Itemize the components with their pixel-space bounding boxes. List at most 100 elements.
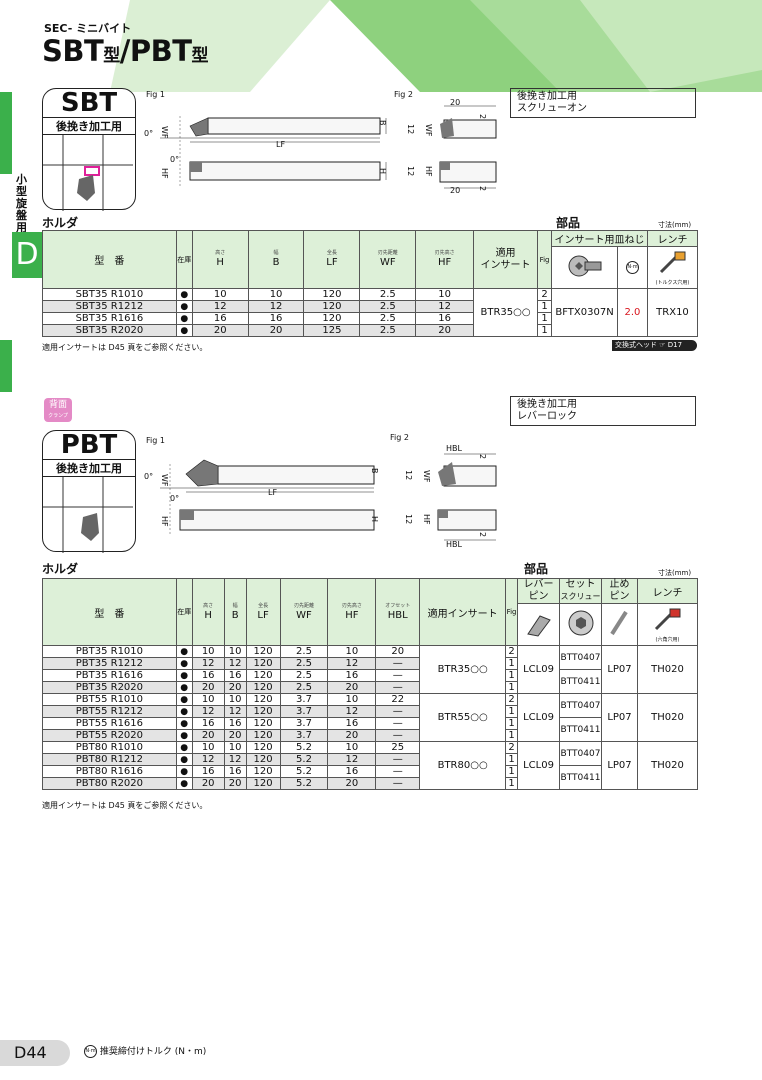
model-cell: PBT55 R1212 [42, 705, 177, 718]
model-cell: SBT35 R1616 [42, 312, 177, 325]
h-cell: 16 [191, 717, 225, 730]
model-cell: PBT55 R1010 [42, 693, 177, 706]
pbt-holder-heading: ホルダ [42, 562, 79, 576]
torx-wrench-icon [660, 251, 686, 273]
pbt-th-stop: 止めピン [601, 578, 638, 604]
page-title: SBT型/PBT型 [42, 34, 209, 68]
sbt-parts-heading: 部品 [556, 216, 581, 230]
wf-cell: 2.5 [359, 324, 417, 337]
lf-cell: 120 [245, 741, 281, 754]
sbt-th-insert: 適用インサート [473, 230, 539, 289]
lever-cell: LCL09 [517, 741, 561, 790]
hbl-cell: 22 [375, 693, 421, 706]
sbt-torque-image: N·m [617, 246, 648, 289]
sbt-fig1-wf: WF [160, 126, 169, 139]
stock-cell: ● [175, 657, 193, 670]
lf-cell: 120 [245, 693, 281, 706]
pbt-lever-image [517, 603, 561, 646]
torque-icon: N·m [84, 1045, 97, 1058]
d17-reference-link[interactable]: 交換式ヘッド ☞ D17 [612, 340, 697, 351]
model-cell: PBT80 R2020 [42, 777, 177, 790]
hf-cell: 10 [415, 288, 475, 301]
lf-cell: 120 [245, 645, 281, 658]
pbt-fig2-label: Fig 2 [390, 433, 409, 442]
model-cell: PBT80 R1010 [42, 741, 177, 754]
sbt-fig2-20-bottom: 20 [450, 186, 461, 195]
pbt-fig1-h: H [370, 516, 379, 523]
sbt-tool-icon [43, 135, 133, 211]
screw-icon [568, 255, 602, 277]
lf-cell: 120 [245, 657, 281, 670]
sbt-fig2-12-bottom: 12 [406, 166, 415, 177]
pbt-parts-heading: 部品 [524, 562, 549, 576]
b-cell: 20 [223, 681, 247, 694]
pbt-th-lever: レバーピン [517, 578, 561, 604]
wf-cell: 2.5 [359, 312, 417, 325]
sbt-fig1-lf: LF [276, 140, 286, 149]
stock-cell: ● [175, 645, 193, 658]
hbl-cell: — [375, 657, 421, 670]
fig-cell: 2 [505, 645, 519, 658]
stop-pin-cell: LP07 [601, 645, 638, 694]
stock-cell: ● [175, 753, 193, 766]
hf-cell: 20 [327, 681, 377, 694]
h-cell: 16 [191, 765, 225, 778]
h-cell: 12 [191, 300, 249, 313]
sbt-fig2-wf: WF [424, 124, 433, 137]
h-cell: 20 [191, 324, 249, 337]
hf-cell: 10 [327, 741, 377, 754]
pbt-fig1-wf: WF [160, 474, 169, 487]
sbt-fig2-drawing [439, 105, 497, 189]
sbt-th-model: 型 番 [42, 230, 177, 289]
b-cell: 16 [223, 669, 247, 682]
sbt-holder-heading: ホルダ [42, 216, 79, 230]
model-cell: PBT55 R1616 [42, 717, 177, 730]
pbt-note-line1: 後挽き加工用 [517, 399, 577, 410]
lf-cell: 120 [245, 669, 281, 682]
fig-cell: 1 [505, 657, 519, 670]
b-cell: 12 [223, 657, 247, 670]
hbl-cell: — [375, 753, 421, 766]
fig-cell: 1 [505, 729, 519, 742]
wf-cell: 5.2 [279, 777, 329, 790]
pbt-wrench-image: (六角穴用) [636, 603, 699, 646]
hex-wrench-icon [655, 608, 681, 630]
sbt-th-wrench: レンチ [646, 230, 699, 247]
wf-cell: 5.2 [279, 753, 329, 766]
model-cell: SBT35 R2020 [42, 324, 177, 337]
pbt-fig1-angle2: 0° [170, 494, 180, 503]
hbl-cell: — [375, 777, 421, 790]
stop-pin-icon [610, 610, 629, 636]
wf-cell: 3.7 [279, 705, 329, 718]
h-cell: 10 [191, 288, 249, 301]
hf-cell: 16 [327, 669, 377, 682]
b-cell: 12 [223, 705, 247, 718]
sbt-product-name: SBT [60, 88, 118, 118]
insert-cell: BTR80○○ [419, 741, 507, 790]
lf-cell: 120 [303, 300, 361, 313]
wf-cell: 5.2 [279, 765, 329, 778]
sbt-note-line1: 後挽き加工用 [517, 91, 577, 102]
fig-cell: 1 [537, 312, 553, 325]
stock-cell: ● [175, 693, 193, 706]
lf-cell: 125 [303, 324, 361, 337]
sbt-note-box: 後挽き加工用 スクリューオン [510, 88, 696, 118]
wf-cell: 2.5 [279, 657, 329, 670]
back-clamp-badge: 背面クランプ [44, 398, 72, 422]
insert-cell: BTR35○○ [419, 645, 507, 694]
hbl-cell: — [375, 717, 421, 730]
screw-cell: BFTX0307N [551, 288, 618, 337]
pbt-fig2-hf: HF [422, 514, 431, 525]
stock-cell: ● [175, 777, 193, 790]
torque-legend: N·m 推奨締付けトルク (N・m) [84, 1044, 206, 1058]
pbt-fig1-hf: HF [160, 516, 169, 527]
